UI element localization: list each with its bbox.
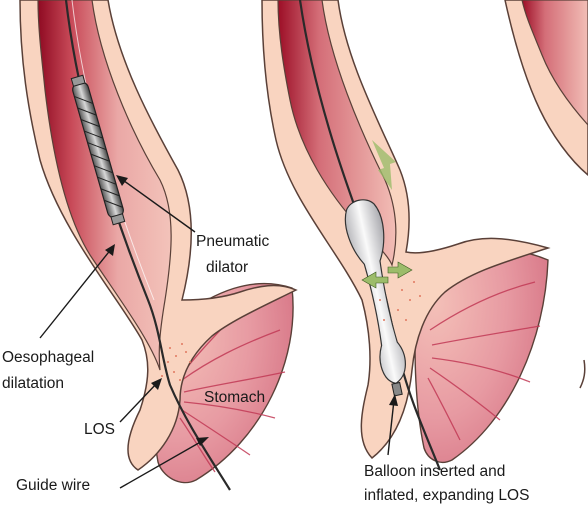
los-stipple-1: [161, 343, 191, 381]
label-guide-wire: Guide wire: [16, 477, 91, 494]
label-pneumatic: Pneumatic: [196, 233, 270, 250]
insertion-arrow: [372, 140, 396, 190]
label-dilatation: dilatation: [2, 375, 65, 392]
oesophagus-lumen-3: [521, 0, 588, 126]
pneumatic-dilator-1: [70, 74, 126, 226]
balloon-dilator: [344, 199, 406, 397]
label-los: LOS: [84, 421, 116, 438]
los-stipple-2: [379, 281, 421, 321]
label-dilator: dilator: [206, 259, 249, 276]
expansion-arrow-right: [387, 261, 413, 279]
stomach-folds-1: [179, 299, 286, 473]
caption-balloon-line1: Balloon inserted and: [364, 463, 506, 480]
panel-2-oesophagus: [261, 0, 551, 471]
panel-3-oesophagus: [504, 0, 588, 389]
label-oesophageal: Oesophageal: [2, 349, 95, 366]
expansion-arrow-left: [361, 271, 389, 289]
panel-1-oesophagus: [19, 0, 298, 491]
stomach-folds-2: [427, 281, 541, 441]
label-stomach: Stomach: [204, 389, 266, 406]
leader-lines: [39, 175, 398, 489]
caption-balloon-line2: inflated, expanding LOS: [364, 487, 530, 504]
